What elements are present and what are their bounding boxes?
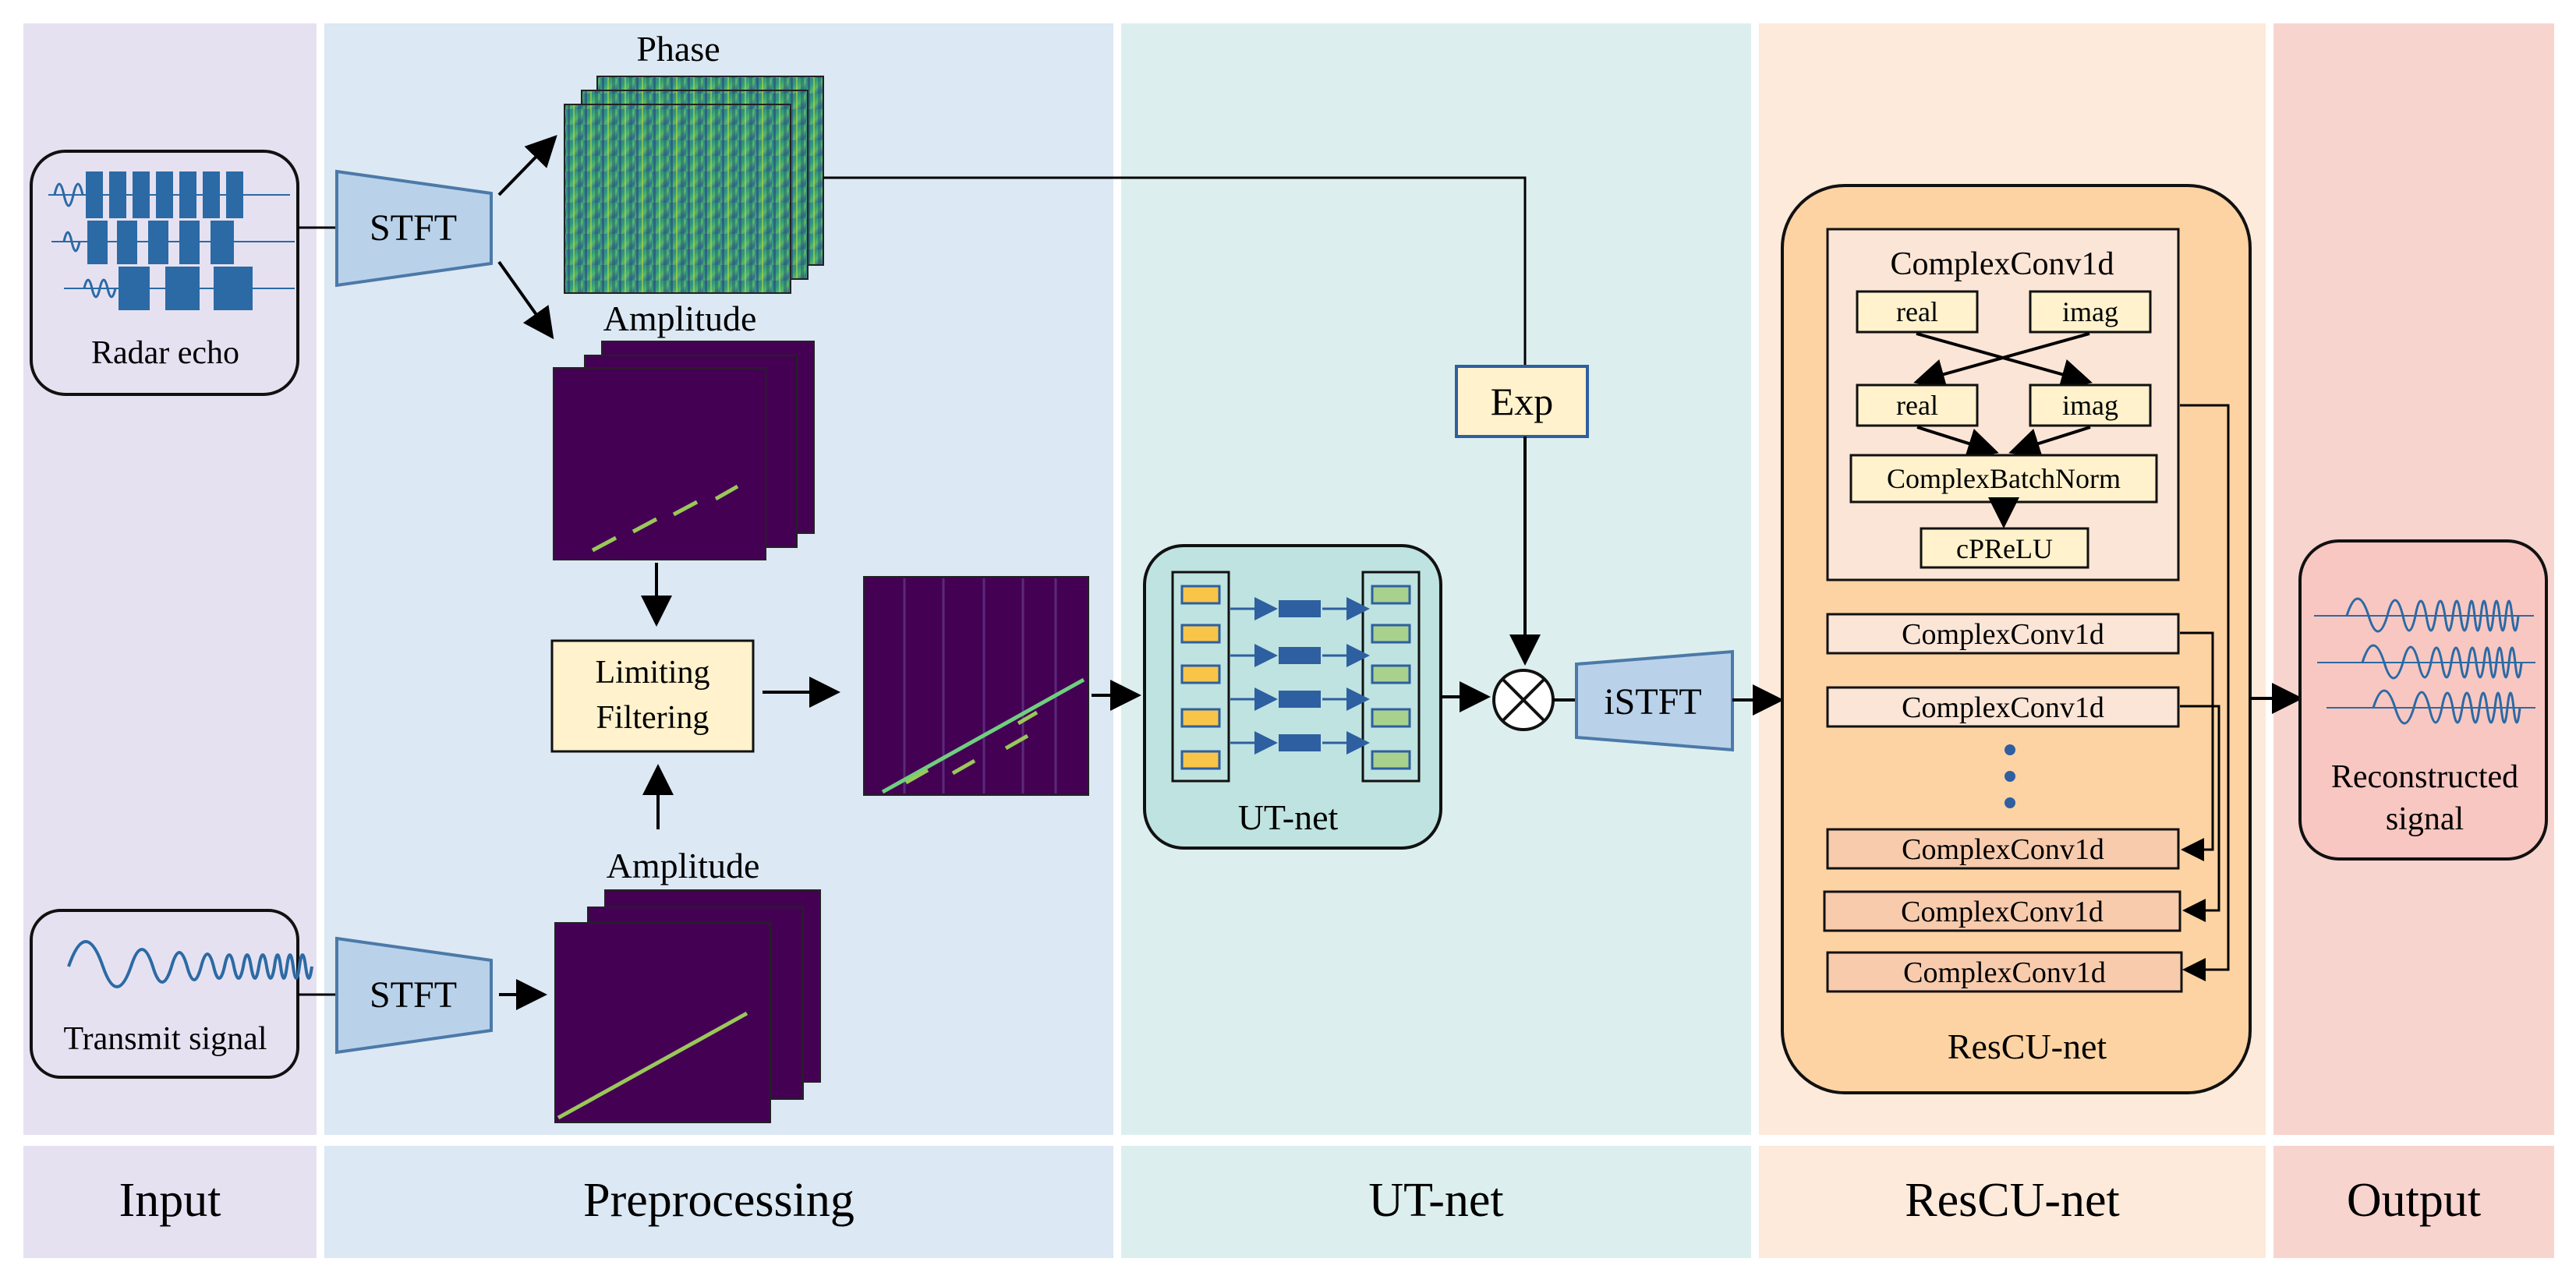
- conv-layer-5: [1826, 951, 2183, 993]
- batchnorm-block: [1849, 454, 2158, 504]
- radar-echo-waveform-icon: [48, 171, 295, 310]
- stft-top-block: [335, 169, 493, 288]
- reconstructed-signal-waveform-icon: [2314, 597, 2535, 725]
- stft-bottom-label: STFT: [370, 974, 457, 1016]
- rescunet-block-label: ResCU-net: [1948, 1027, 2107, 1066]
- conv-layer-1: [1826, 613, 2180, 655]
- istft-label: iSTFT: [1604, 681, 1701, 723]
- phase-to-exp-connector: [823, 176, 1527, 366]
- reconstructed-label-line2: signal: [2386, 801, 2464, 837]
- arrow-stft-to-phase: [497, 135, 557, 196]
- reconstructed-signal-box: [2298, 539, 2548, 861]
- utnet-internal-structure: [1171, 571, 1421, 783]
- conv-layer-3-label: ComplexConv1d: [1902, 833, 2104, 866]
- complexconv-detail-title: ComplexConv1d: [1890, 246, 2114, 282]
- input-label-panel: [23, 1146, 317, 1258]
- limiting-filtering-block: [550, 639, 755, 753]
- istft-block: [1575, 649, 1734, 752]
- imag-block-1: [2029, 290, 2152, 334]
- multiply-operator-icon: [1492, 669, 1555, 731]
- conv-layer-1-label: ComplexConv1d: [1902, 618, 2104, 651]
- amplitude-bottom-spectrogram-stack: [554, 889, 821, 1123]
- stft-bottom-block: [335, 936, 493, 1055]
- conv-layer-3: [1826, 828, 2180, 870]
- residual-connector-layer2: [2180, 705, 2220, 922]
- arrow-real-to-batchnorm: [1916, 426, 1999, 459]
- arrow-stft-to-amplitude: [497, 260, 554, 340]
- phase-spectrogram-stack: [564, 76, 824, 294]
- utnet-label-panel: [1121, 1146, 1751, 1258]
- imag-label-1: imag: [2062, 296, 2118, 327]
- real-label-1: real: [1896, 296, 1938, 327]
- stft-top-label: STFT: [370, 207, 457, 249]
- limiting-label-line2: Filtering: [596, 700, 709, 736]
- imag-block-2: [2029, 383, 2152, 427]
- radar-echo-label: Radar echo: [91, 335, 239, 371]
- residual-connector-layer1: [2180, 631, 2214, 861]
- residual-connector-detail: [2180, 404, 2230, 981]
- section-label-utnet: UT-net: [1368, 1174, 1503, 1227]
- conv-layer-2-label: ComplexConv1d: [1902, 691, 2104, 724]
- batchnorm-label: ComplexBatchNorm: [1887, 463, 2121, 494]
- transmit-signal-label: Transmit signal: [64, 1021, 267, 1057]
- real-label-2: real: [1896, 390, 1938, 421]
- section-label-output: Output: [2347, 1174, 2481, 1227]
- rescunet-label-panel: [1759, 1146, 2266, 1258]
- reconstructed-label-line1: Reconstructed: [2331, 759, 2518, 795]
- preprocessing-label-panel: [324, 1146, 1113, 1258]
- cross-arrow-imag-to-real: [1913, 332, 2090, 390]
- arrow-imag-to-batchnorm: [2008, 426, 2091, 459]
- real-block-1: [1856, 290, 1979, 334]
- filtered-spectrogram: [863, 576, 1089, 796]
- real-block-2: [1856, 383, 1979, 427]
- amplitude-top-spectrogram-stack: [553, 341, 815, 560]
- amplitude-top-label: Amplitude: [603, 299, 757, 338]
- limiting-label-line1: Limiting: [596, 655, 710, 691]
- cprelu-block: [1920, 527, 2089, 569]
- exp-block: [1455, 365, 1589, 438]
- conv-layer-4-label: ComplexConv1d: [1901, 896, 2104, 928]
- amplitude-bottom-label: Amplitude: [607, 846, 760, 885]
- section-label-input: Input: [119, 1174, 221, 1227]
- conv-layer-2: [1826, 686, 2180, 728]
- exp-label: Exp: [1491, 380, 1554, 423]
- conv-layer-5-label: ComplexConv1d: [1903, 956, 2106, 989]
- phase-label: Phase: [636, 29, 720, 69]
- output-label-panel: [2273, 1146, 2554, 1258]
- cprelu-label: cPReLU: [1956, 533, 2053, 564]
- utnet-block-label: UT-net: [1238, 797, 1339, 837]
- ellipsis-dots-icon: [2005, 744, 2015, 808]
- imag-label-2: imag: [2062, 390, 2118, 421]
- section-label-preprocessing: Preprocessing: [583, 1174, 855, 1227]
- section-label-rescunet: ResCU-net: [1905, 1174, 2120, 1227]
- conv-layer-4: [1823, 890, 2181, 932]
- transmit-signal-chirp-icon: [67, 940, 313, 988]
